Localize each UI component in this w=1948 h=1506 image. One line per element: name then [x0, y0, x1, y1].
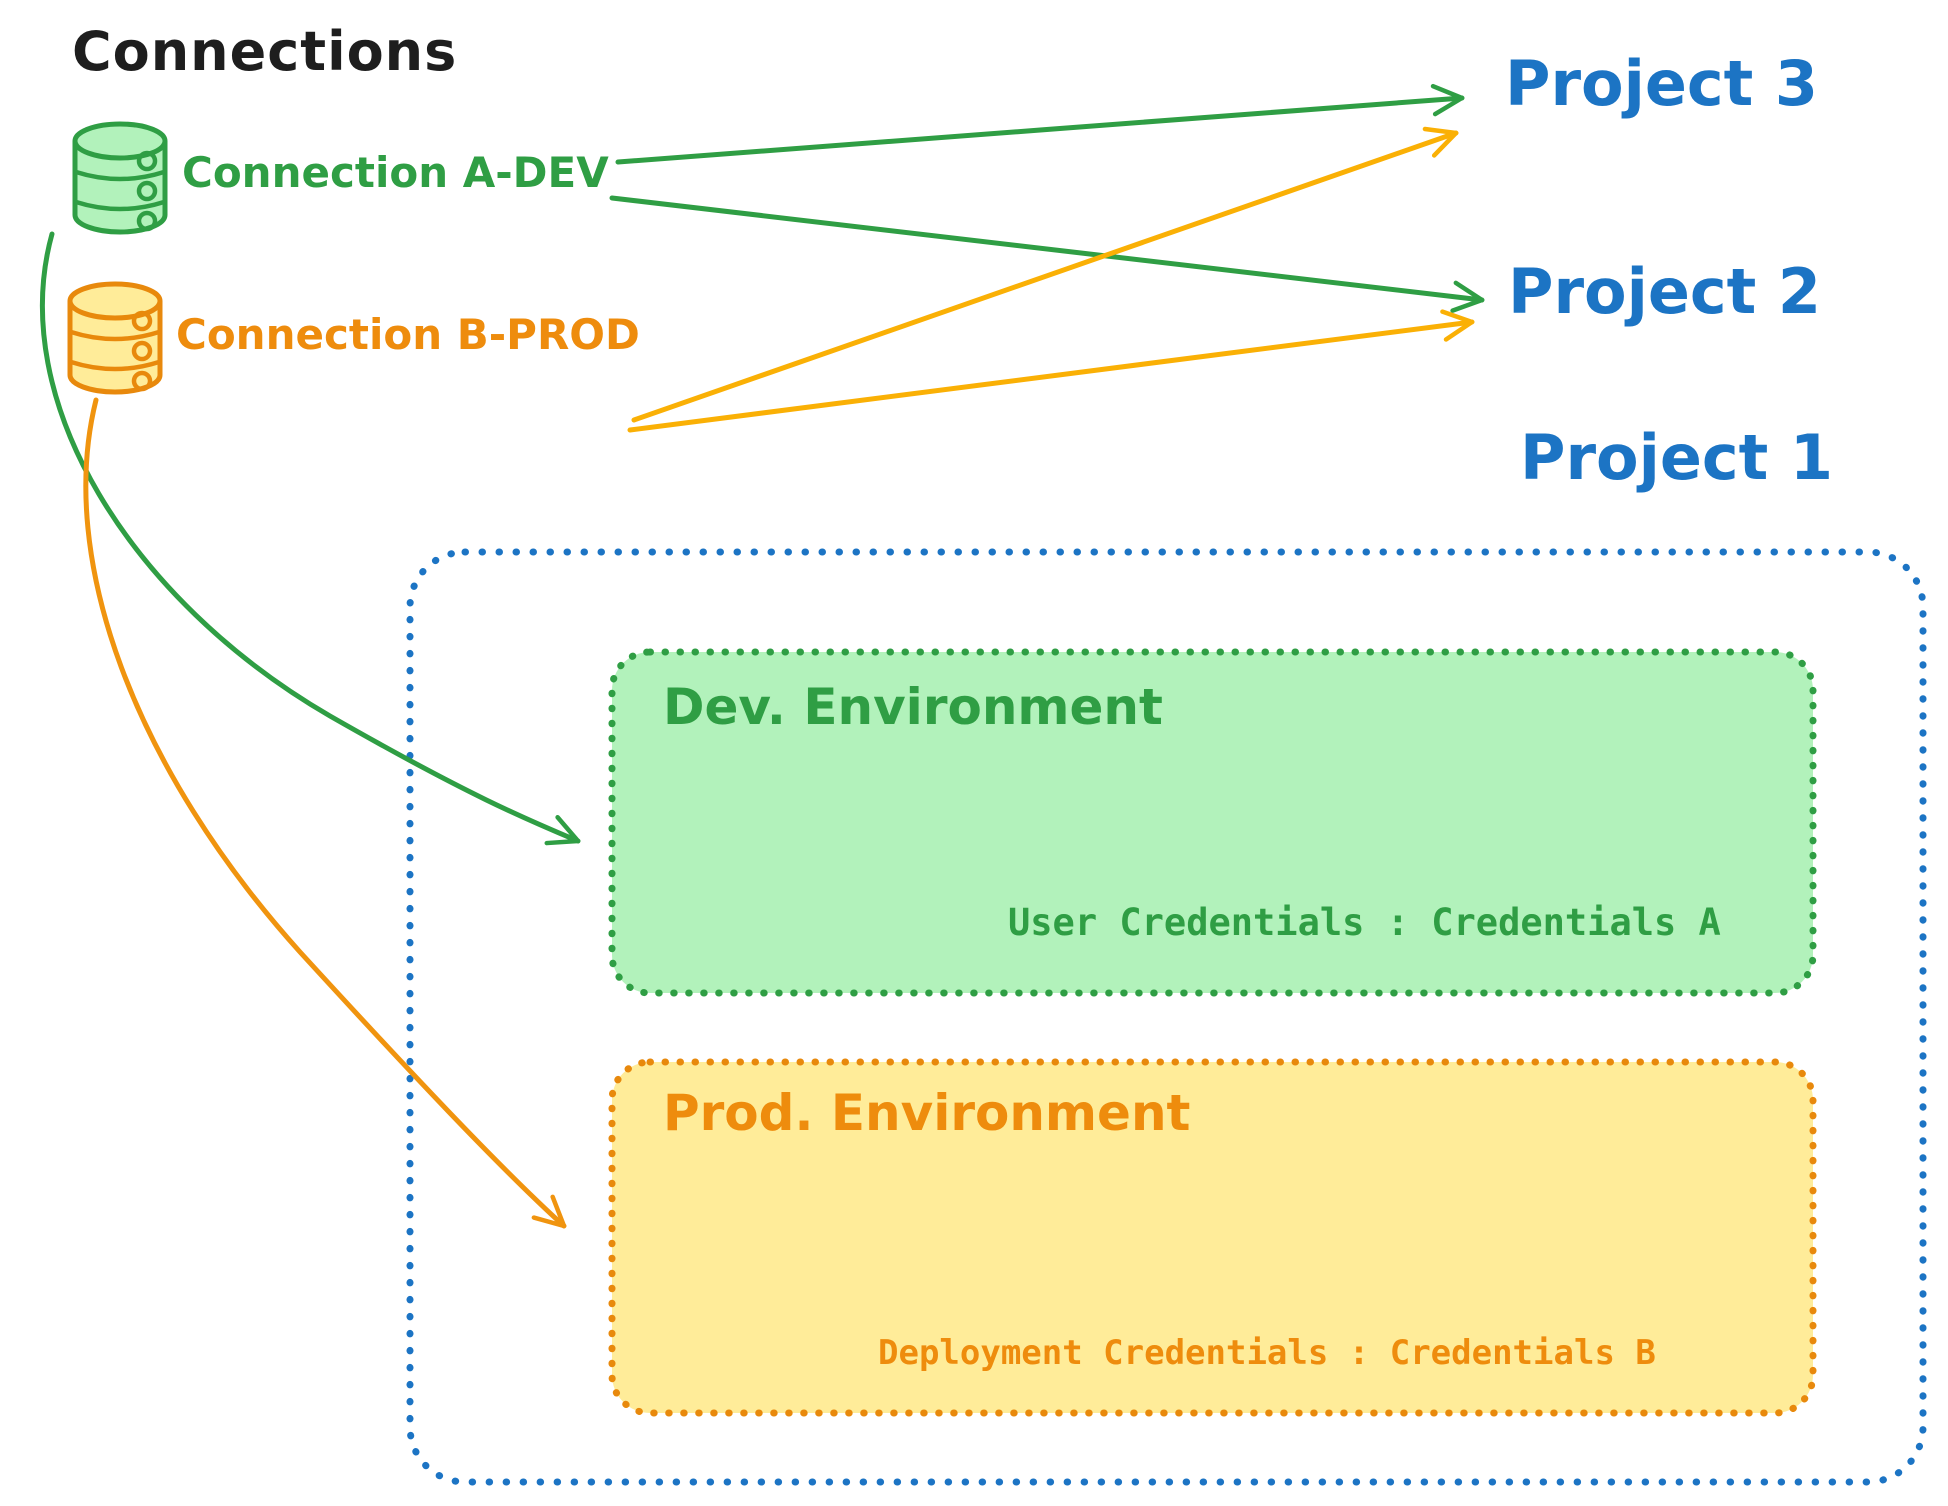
connection-b-prod-label: Connection B-PROD — [176, 310, 640, 359]
arrow-a-dev-to-dev-environment — [39, 231, 581, 846]
prod-environment-box — [608, 1058, 1817, 1417]
project-2-label: Project 2 — [1508, 255, 1822, 328]
arrow-b-prod-to-project3 — [631, 126, 1459, 423]
diagram-title: Connections — [72, 20, 458, 83]
database-icon-b-prod — [67, 281, 163, 395]
dev-environment-heading: Dev. Environment — [663, 678, 1163, 736]
prod-environment-credentials: Deployment Credentials : Credentials B — [878, 1333, 1656, 1373]
project-3-label: Project 3 — [1505, 47, 1819, 120]
dev-environment-credentials: User Credentials : Credentials A — [1008, 901, 1721, 944]
database-icon-a-dev — [72, 121, 168, 235]
connection-a-dev-label: Connection A-DEV — [182, 148, 609, 197]
project-1-label: Project 1 — [1520, 421, 1834, 494]
arrow-a-dev-to-project3 — [615, 83, 1465, 165]
arrow-b-prod-to-prod-environment — [83, 397, 567, 1229]
arrow-a-dev-to-project2 — [609, 195, 1485, 313]
dev-environment-box — [608, 648, 1817, 997]
project1-boundary-box — [406, 548, 1927, 1486]
arrow-b-prod-to-project2 — [627, 309, 1475, 433]
prod-environment-heading: Prod. Environment — [663, 1084, 1191, 1142]
